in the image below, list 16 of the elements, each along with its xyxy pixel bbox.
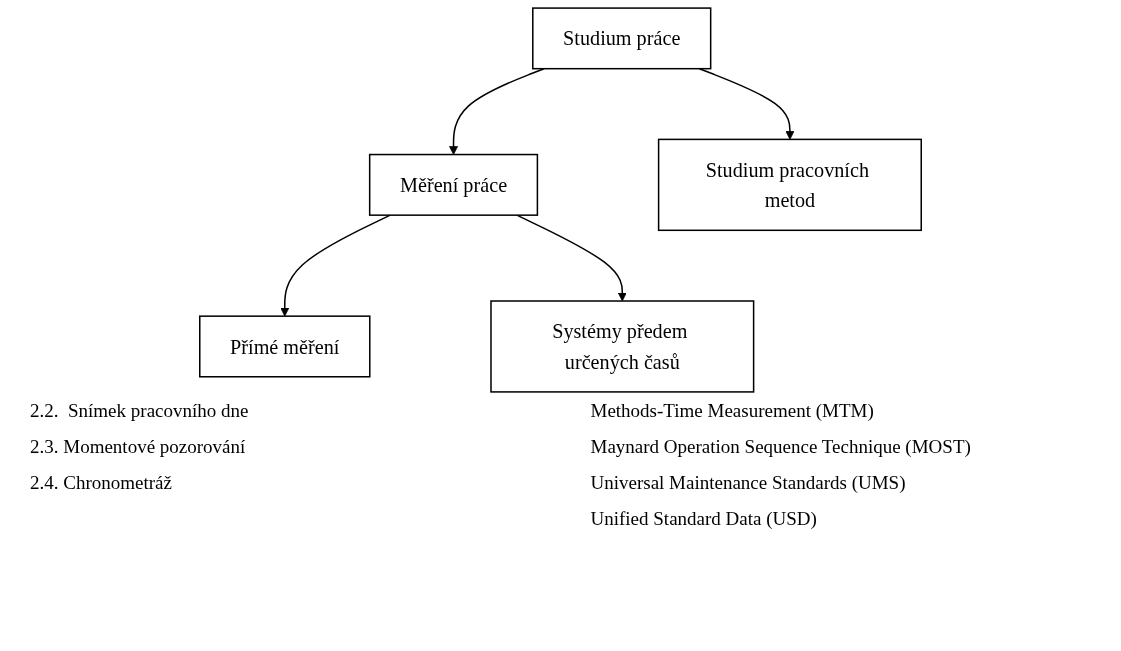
list-item: 2.3. Momentové pozorování — [30, 436, 247, 458]
list-item: Maynard Operation Sequence Technique (MOST) — [590, 436, 972, 458]
node-box: Přímé měření — [199, 315, 371, 378]
list-item: 2.4. Chronometráž — [30, 472, 173, 494]
list-item: Unified Standard Data (USD) — [590, 508, 818, 530]
node-box: Systémy předem určených časů — [490, 300, 755, 393]
list-item: Methods-Time Measurement (MTM) — [590, 400, 875, 422]
node-box: Měření práce — [368, 153, 539, 216]
arrow — [280, 214, 391, 317]
node-box: Studium pracovních metod — [657, 138, 922, 232]
arrow — [516, 214, 627, 302]
list-item: 2.2. Snímek pracovního dne — [30, 400, 250, 422]
node-box: Studium práce — [532, 7, 712, 70]
arrow — [449, 67, 545, 155]
arrow — [698, 67, 795, 140]
list-item: Universal Maintenance Standards (UMS) — [590, 472, 907, 494]
